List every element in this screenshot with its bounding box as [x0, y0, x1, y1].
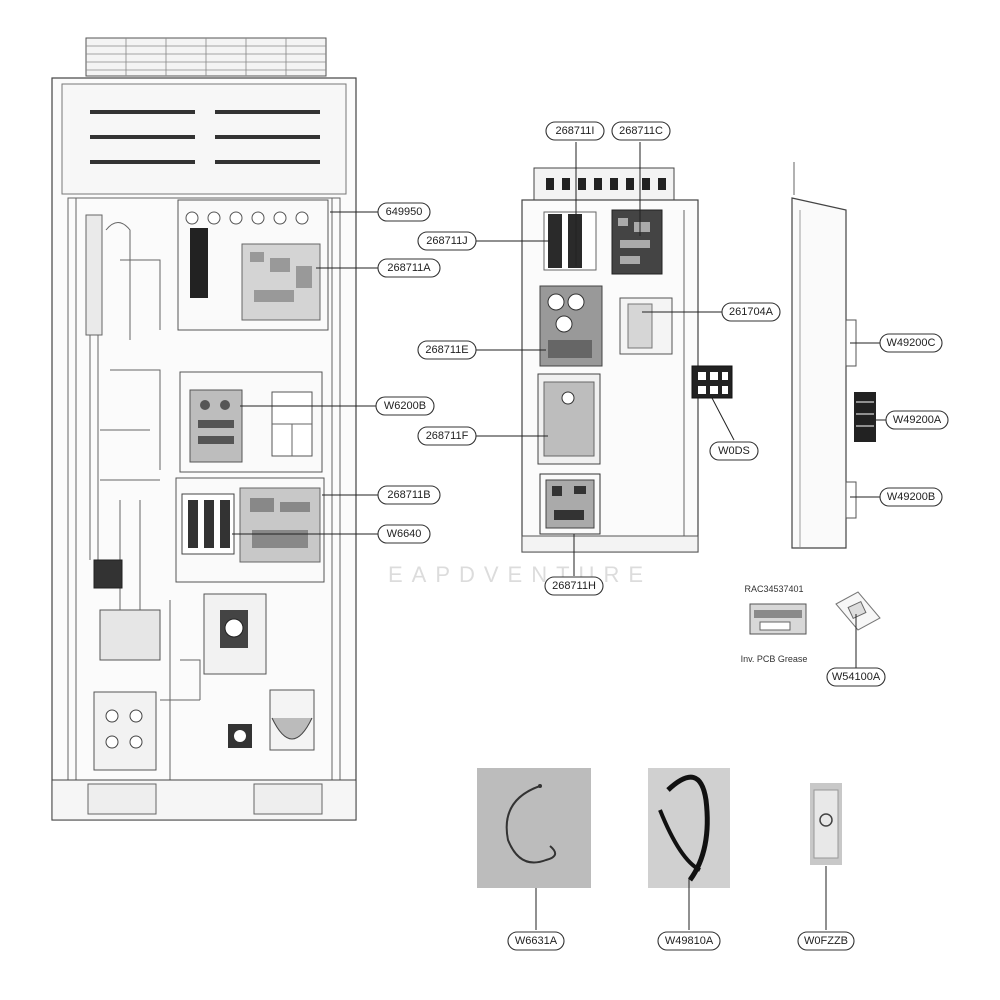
label-text-268711E: 268711E — [425, 344, 468, 356]
label-text-261704A: 261704A — [729, 306, 774, 318]
pcb-grease-item: RAC34537401 Inv. PCB Grease — [741, 584, 808, 664]
label-261704A: 261704A — [721, 302, 781, 322]
label-268711B: 268711B — [377, 485, 441, 505]
label-W54100A: W54100A — [826, 667, 886, 687]
label-268711I: 268711I — [545, 121, 605, 141]
cover-panel-drawing — [791, 162, 876, 549]
label-268711F: 268711F — [417, 426, 477, 446]
label-text-W6640: W6640 — [387, 528, 422, 540]
watermark-text: EAPDVENTURE — [388, 562, 652, 587]
label-text-W0FZZB: W0FZZB — [804, 935, 848, 947]
label-text-W49200A: W49200A — [893, 414, 942, 426]
label-text-W6200B: W6200B — [384, 400, 426, 412]
label-W6631A: W6631A — [507, 931, 565, 951]
clip-item — [835, 591, 881, 631]
label-W49200B: W49200B — [879, 487, 943, 507]
control-box-drawing — [521, 167, 733, 553]
label-text-268711H: 268711H — [552, 580, 596, 592]
label-text-W49200B: W49200B — [887, 491, 935, 503]
label-W49200A: W49200A — [885, 410, 949, 430]
outdoor-unit-drawing — [51, 37, 357, 821]
label-W49810A: W49810A — [657, 931, 721, 951]
label-W49200C: W49200C — [879, 333, 943, 353]
photo-wire-harness — [648, 768, 730, 888]
label-W6200B: W6200B — [375, 396, 435, 416]
label-text-268711B: 268711B — [387, 489, 430, 501]
label-text-W49200C: W49200C — [887, 337, 936, 349]
label-268711J: 268711J — [417, 231, 477, 251]
label-W0FZZB: W0FZZB — [797, 931, 855, 951]
label-text-268711I: 268711I — [556, 125, 595, 137]
label-text-649950: 649950 — [386, 206, 423, 218]
label-text-268711C: 268711C — [619, 125, 663, 137]
label-text-268711A: 268711A — [387, 262, 431, 274]
photo-label-sticker — [810, 783, 842, 865]
label-649950: 649950 — [377, 202, 431, 222]
label-text-268711F: 268711F — [426, 430, 469, 442]
grease-caption: Inv. PCB Grease — [741, 654, 808, 664]
label-text-W49810A: W49810A — [665, 935, 714, 947]
label-W6640: W6640 — [377, 524, 431, 544]
label-W0DS: W0DS — [709, 441, 759, 461]
label-268711C: 268711C — [611, 121, 671, 141]
photo-cable-ring — [477, 768, 591, 888]
label-text-W54100A: W54100A — [832, 671, 881, 683]
leader-lines — [232, 142, 888, 930]
grease-part-number: RAC34537401 — [744, 584, 803, 594]
label-text-W0DS: W0DS — [718, 445, 750, 457]
label-text-W6631A: W6631A — [515, 935, 558, 947]
label-268711A: 268711A — [377, 258, 441, 278]
label-268711H: 268711H — [544, 576, 604, 596]
label-268711E: 268711E — [417, 340, 477, 360]
label-text-268711J: 268711J — [426, 235, 467, 247]
